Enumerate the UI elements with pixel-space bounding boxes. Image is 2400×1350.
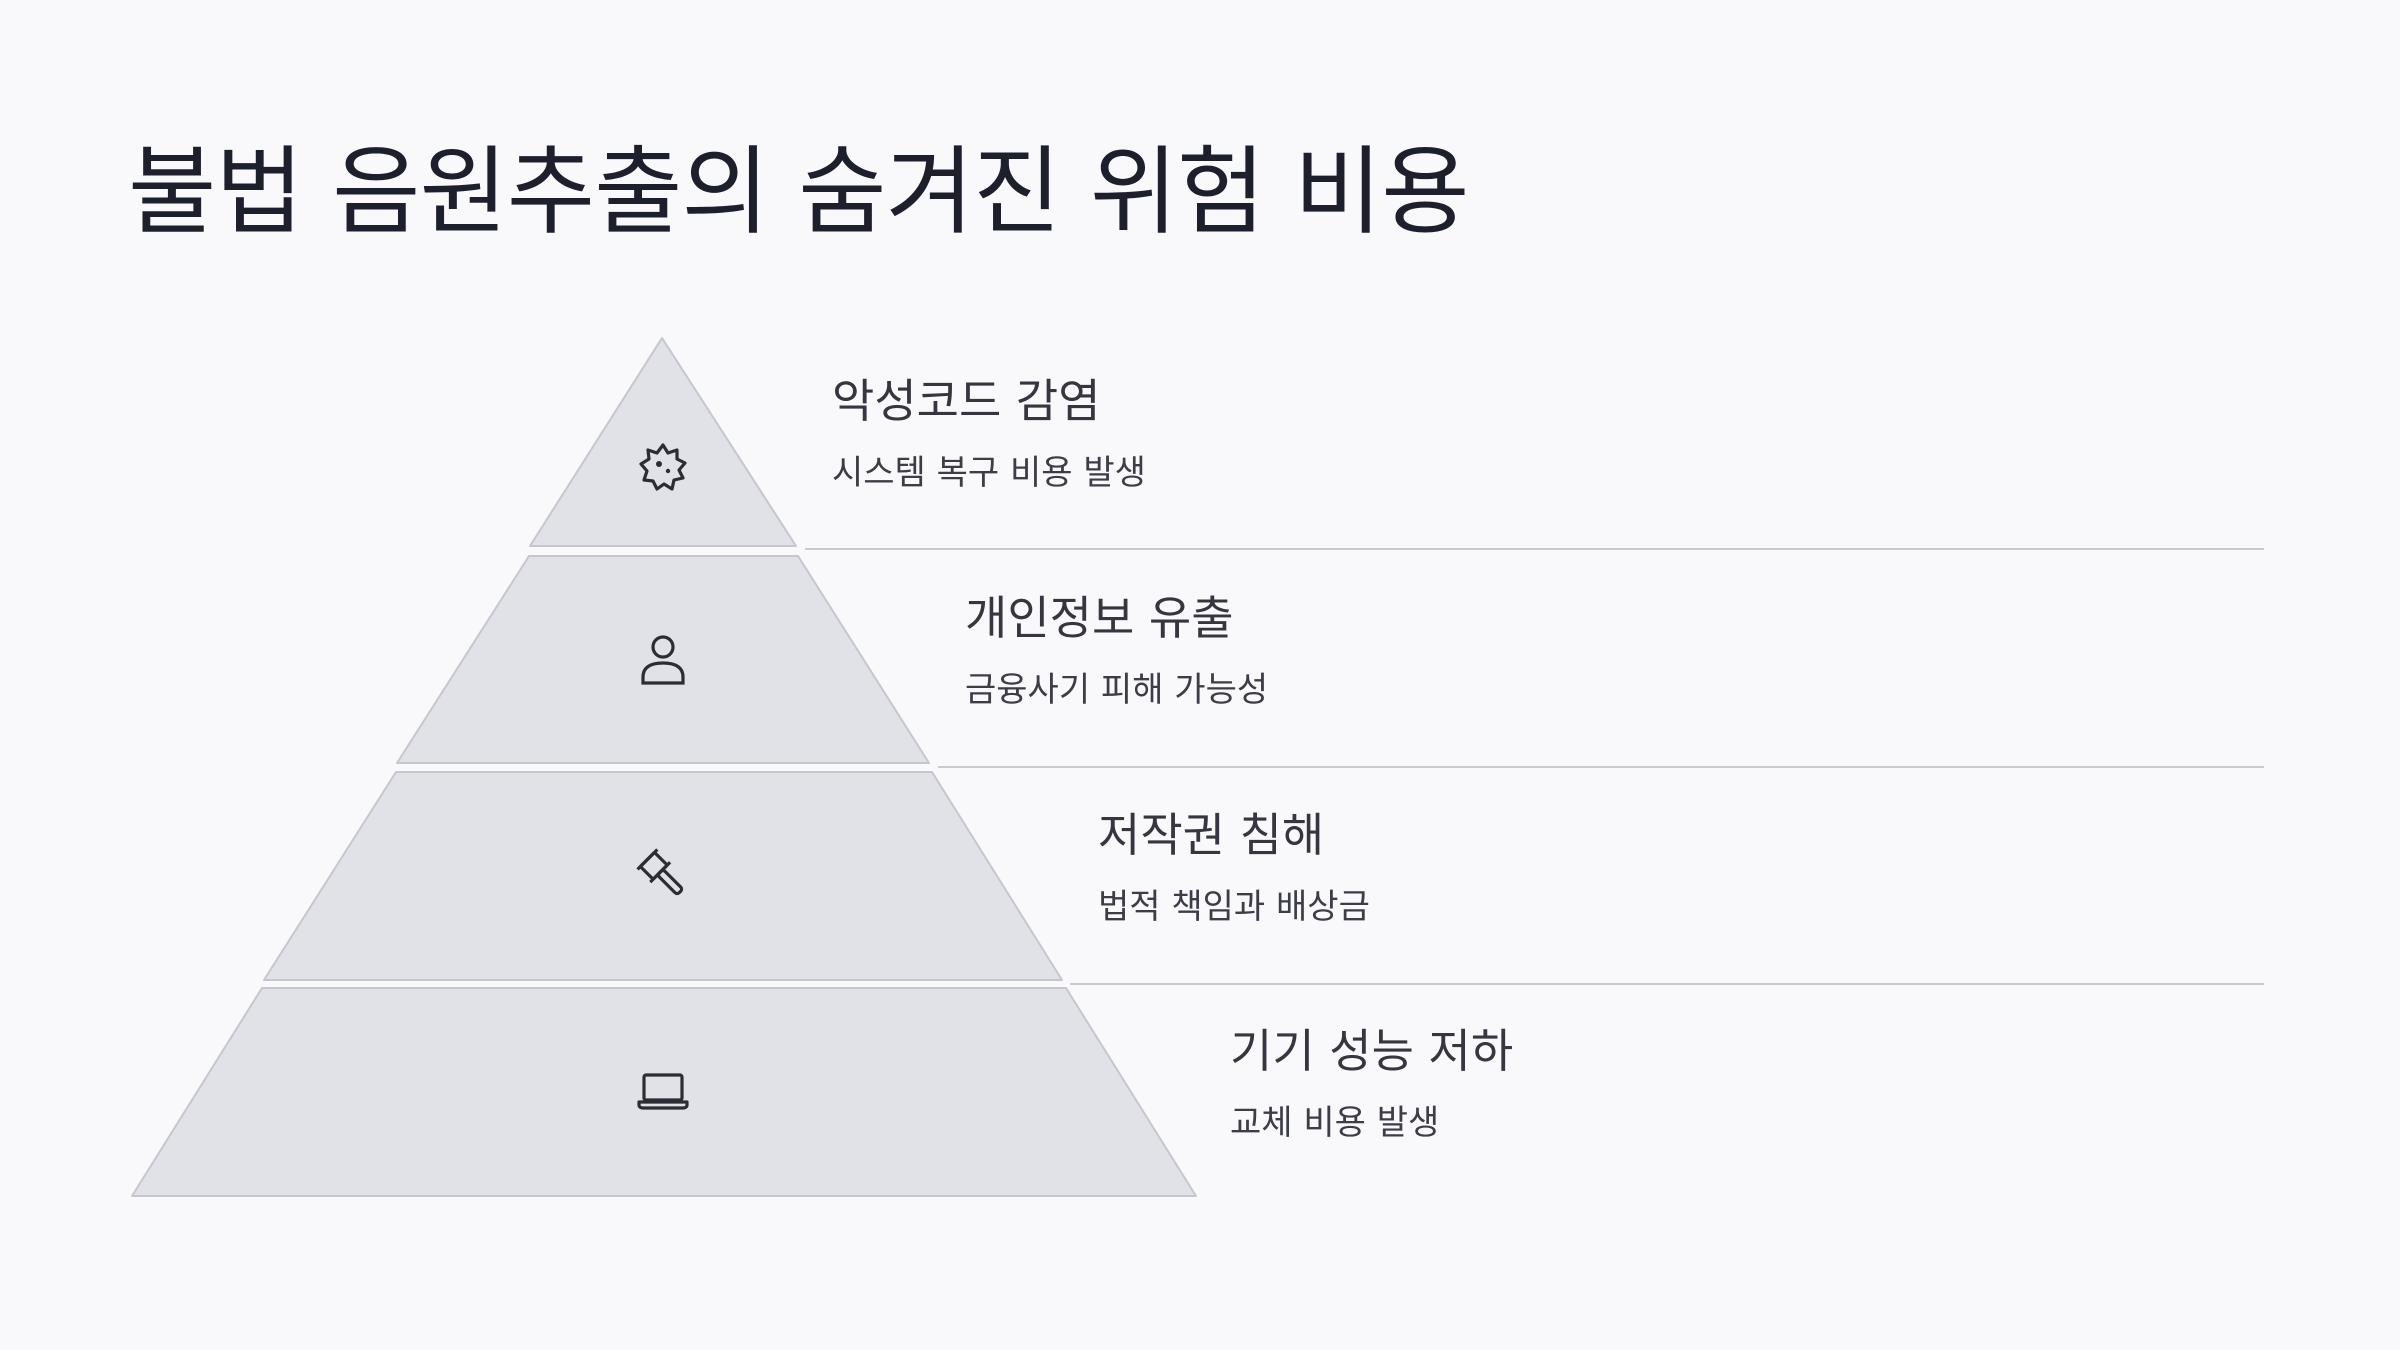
virus-icon xyxy=(639,443,687,491)
tier-1-text: 악성코드 감염 시스템 복구 비용 발생 xyxy=(832,374,1146,490)
pyramid-tier-1 xyxy=(529,337,797,547)
tier-4-description: 교체 비용 발생 xyxy=(1230,1103,1440,1143)
tier-1-title: 악성코드 감염 xyxy=(832,374,1101,428)
tier-2-title: 개인정보 유출 xyxy=(965,591,1234,645)
tier-2-description: 금융사기 피해 가능성 xyxy=(965,670,1269,710)
tier-3-title: 저작권 침해 xyxy=(1098,808,1325,862)
pyramid-tier-3 xyxy=(263,771,1063,981)
user-icon xyxy=(641,635,685,685)
tier-4-title: 기기 성능 저하 xyxy=(1230,1024,1514,1078)
tier-3-text: 저작권 침해 법적 책임과 배상금 xyxy=(1098,808,1370,924)
laptop-icon xyxy=(637,1073,689,1110)
gavel-icon xyxy=(636,848,684,896)
tier-1-description: 시스템 복구 비용 발생 xyxy=(832,453,1146,493)
tier-2-text: 개인정보 유출 금융사기 피해 가능성 xyxy=(965,591,1268,707)
tier-3-description: 법적 책임과 배상금 xyxy=(1098,887,1370,927)
pyramid-tier-4 xyxy=(131,987,1197,1197)
tier-4-text: 기기 성능 저하 교체 비용 발생 xyxy=(1230,1024,1514,1140)
pyramid-tier-2 xyxy=(396,555,930,764)
page-title: 불법 음원추출의 숨겨진 위험 비용 xyxy=(128,136,1470,248)
